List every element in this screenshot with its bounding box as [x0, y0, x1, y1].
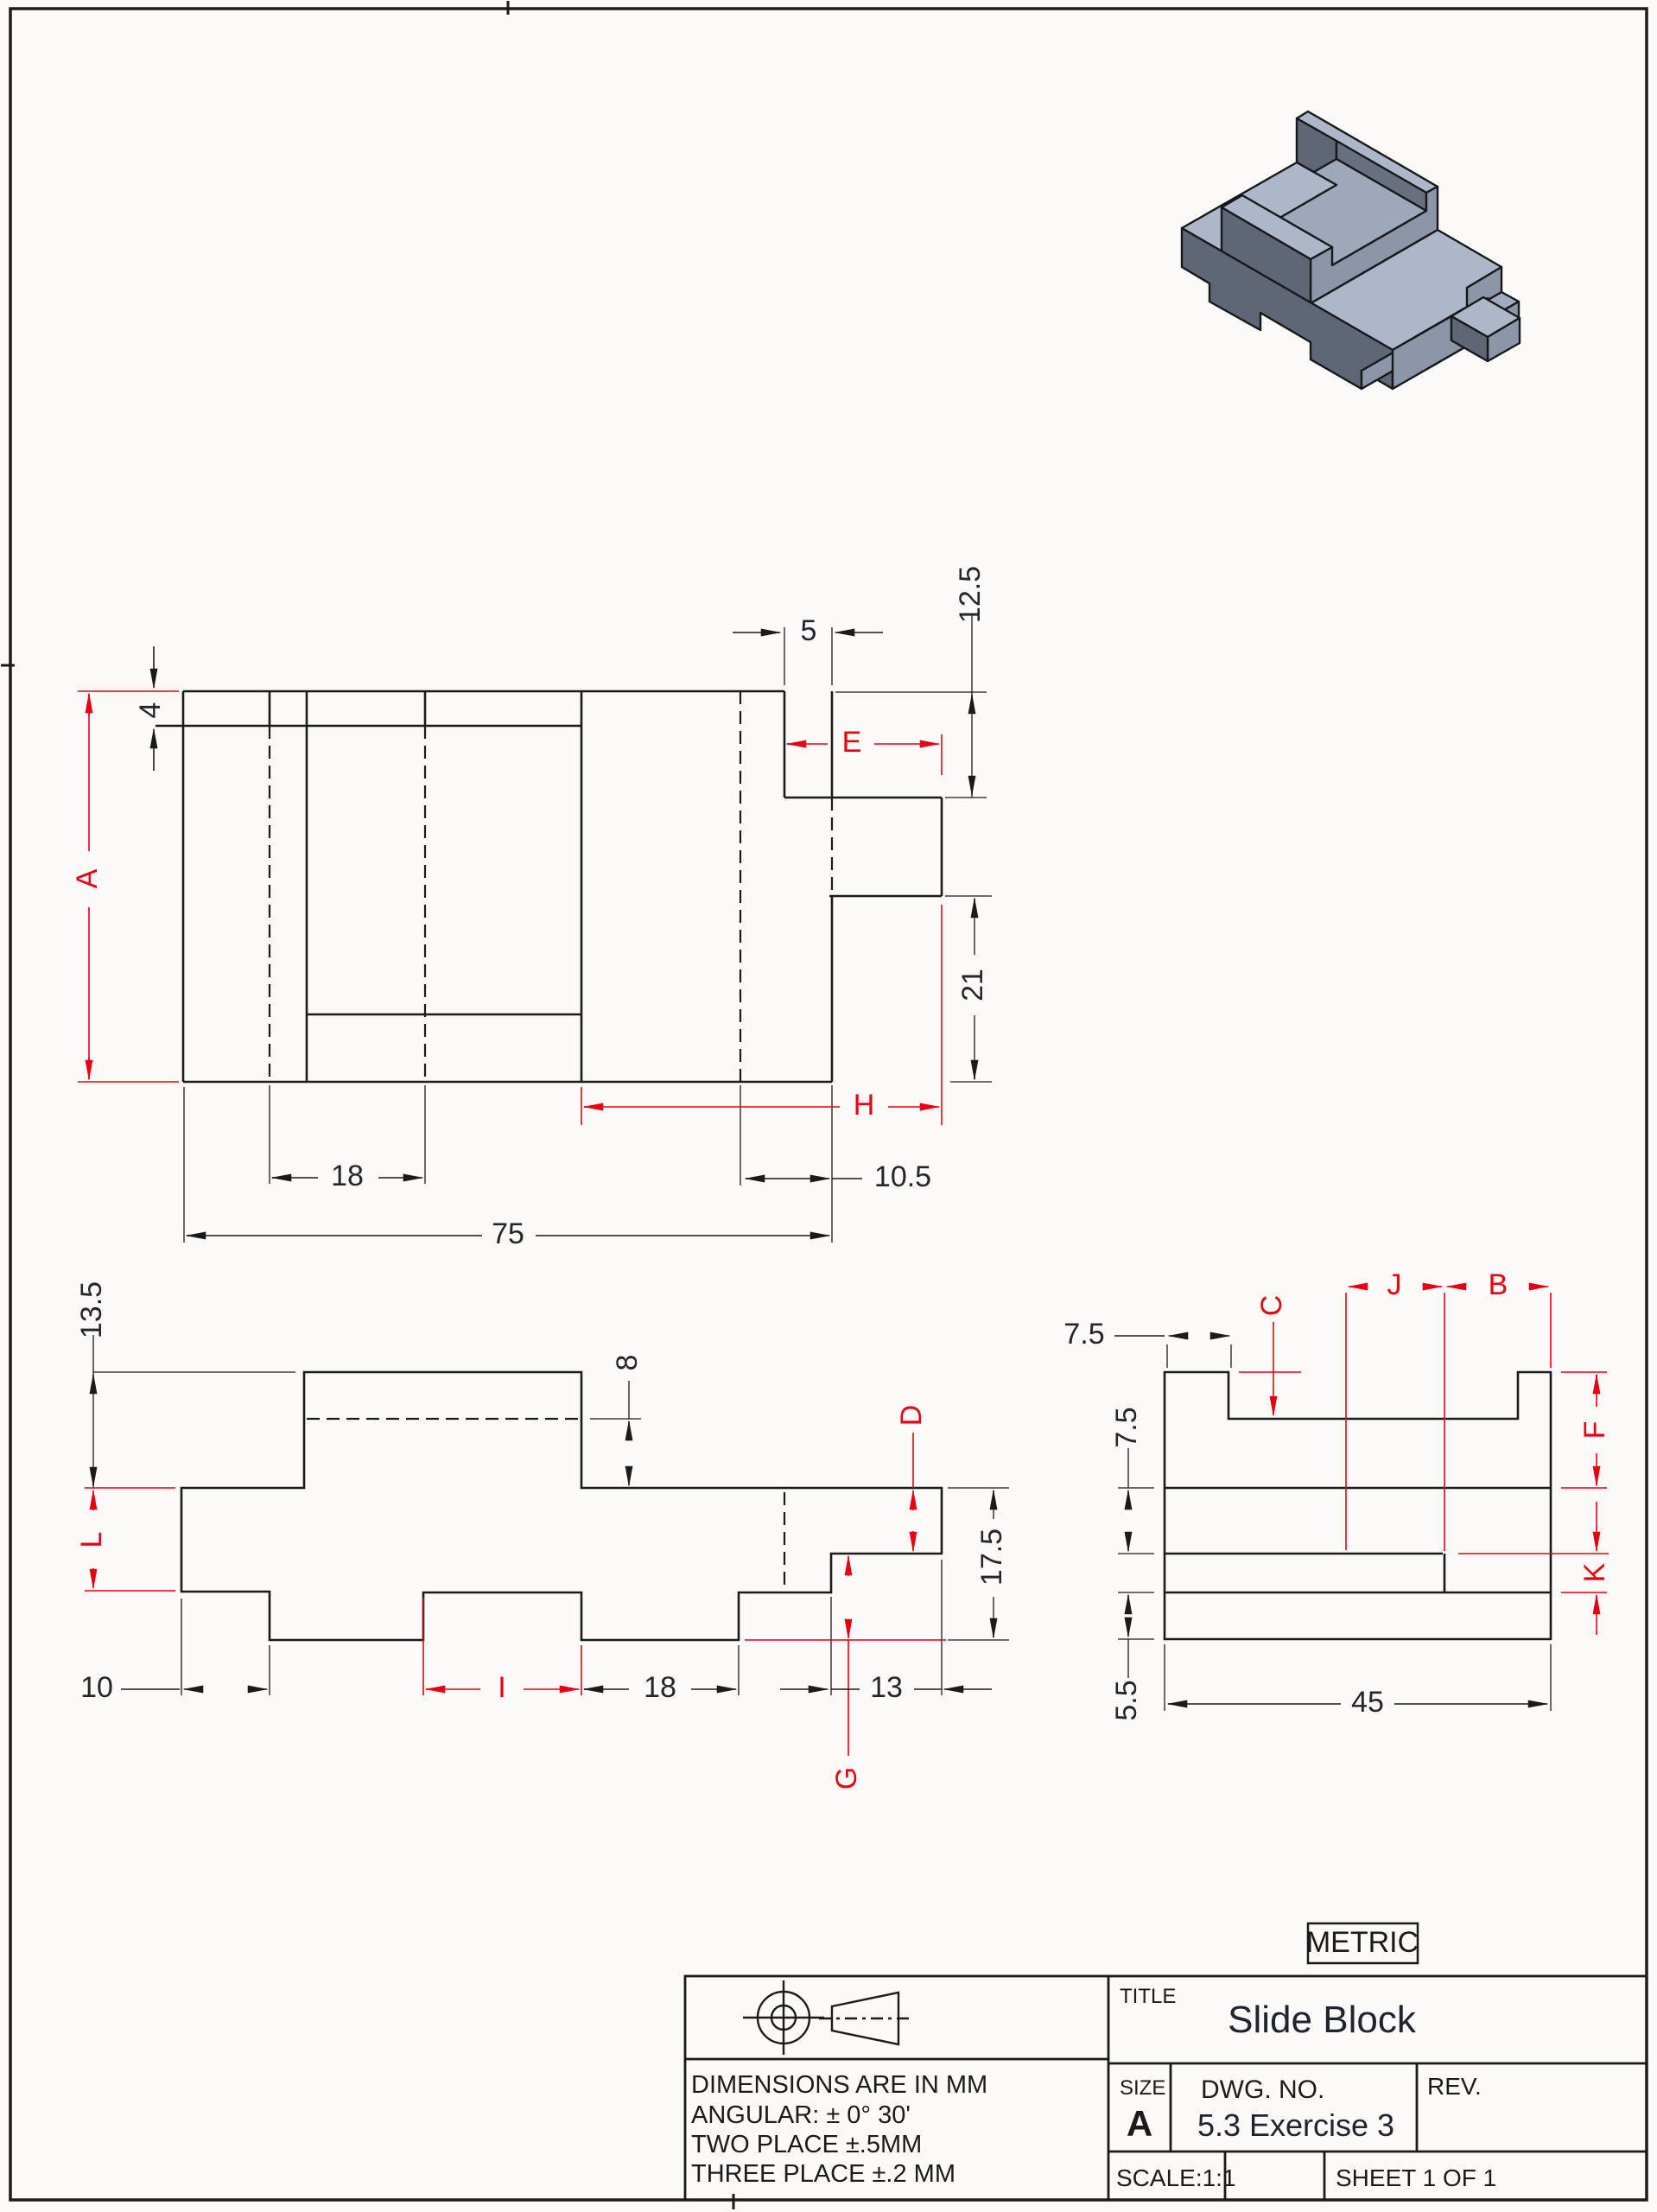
dim-label-H: H — [854, 1089, 875, 1122]
title-label: TITLE — [1120, 1985, 1176, 2008]
dim-4: 4 — [134, 646, 167, 771]
dim-7-5-left: 7.5 — [1110, 1407, 1143, 1553]
dwg-no-value: 5.3 Exercise 3 — [1197, 2107, 1394, 2143]
dim-H: H — [581, 905, 943, 1125]
dim-C: C — [1239, 1295, 1301, 1417]
dim-18-top: 18 — [270, 1160, 424, 1192]
dim-label-21: 21 — [956, 969, 989, 1001]
dim-label-75: 75 — [492, 1217, 524, 1250]
dim-label-K: K — [1578, 1562, 1611, 1582]
dim-label-5: 5 — [801, 614, 817, 647]
dim-7-5-top: 7.5 — [1063, 1318, 1231, 1351]
third-angle-projection-icon — [743, 1980, 911, 2055]
dim-label-I: I — [498, 1671, 505, 1704]
dim-D: D — [895, 1405, 928, 1553]
dim-12-5: 12.5 — [954, 566, 987, 798]
dim-label-B: B — [1489, 1268, 1508, 1301]
dim-label-4: 4 — [134, 702, 167, 719]
metric-label: METRIC — [1306, 1926, 1419, 1959]
dim-label-12-5: 12.5 — [954, 566, 987, 623]
dim-10: 10 — [80, 1671, 269, 1704]
dim-18-front: 18 — [582, 1671, 738, 1704]
iso-tab-front — [1450, 315, 1489, 363]
dim-I: I — [422, 1598, 582, 1704]
dim-label-A: A — [71, 868, 104, 888]
dim-label-G: G — [830, 1767, 863, 1789]
dim-label-10-5: 10.5 — [874, 1160, 931, 1193]
rev-label: REV. — [1427, 2073, 1482, 2100]
dim-label-L: L — [75, 1532, 108, 1548]
dim-label-13-5: 13.5 — [75, 1281, 108, 1338]
dim-5-5: 5.5 — [1110, 1593, 1143, 1721]
tolerance-line-2: ANGULAR: ± 0° 30' — [691, 2101, 911, 2129]
size-label: SIZE — [1120, 2076, 1165, 2100]
dim-label-17-5: 17.5 — [975, 1529, 1008, 1586]
front-view: 13.5 L 8 D — [75, 1281, 1009, 1789]
dim-B: B — [1445, 1268, 1552, 1368]
dim-21: 21 — [956, 897, 989, 1081]
scale-value: SCALE:1:1 — [1116, 2164, 1236, 2191]
isometric-view — [1180, 110, 1521, 391]
dim-label-45: 45 — [1351, 1686, 1384, 1719]
dim-K: K — [1458, 1502, 1611, 1635]
dim-label-F: F — [1578, 1421, 1611, 1440]
dim-label-18-top: 18 — [331, 1160, 364, 1192]
dim-label-7-5-top: 7.5 — [1063, 1318, 1104, 1351]
dim-label-J: J — [1387, 1268, 1402, 1301]
dim-label-13: 13 — [870, 1671, 903, 1704]
tolerance-line-1: DIMENSIONS ARE IN MM — [691, 2071, 987, 2099]
side-view: 7.5 C J B 7.5 — [1063, 1268, 1611, 1721]
dim-label-5-5: 5.5 — [1110, 1680, 1143, 1720]
dim-17-5: 17.5 — [975, 1489, 1008, 1639]
title-block: METRIC DIMENSIONS ARE IN MM ANGULAR: ± 0… — [683, 1922, 1648, 2202]
dim-45: 45 — [1166, 1686, 1549, 1719]
sheet-value: SHEET 1 OF 1 — [1336, 2164, 1496, 2191]
top-view: 4 A 5 12.5 — [71, 566, 992, 1695]
dim-75: 75 — [185, 1217, 831, 1250]
tolerance-line-3: TWO PLACE ±.5MM — [691, 2131, 922, 2158]
dim-13: 13 — [780, 1671, 992, 1704]
dwg-no-label: DWG. NO. — [1201, 2075, 1324, 2104]
dim-label-E: E — [842, 726, 862, 759]
drawing-title: Slide Block — [1228, 1999, 1417, 2041]
dim-label-C: C — [1255, 1295, 1288, 1317]
tolerance-notes: DIMENSIONS ARE IN MM ANGULAR: ± 0° 30' T… — [691, 2071, 987, 2188]
dim-label-8: 8 — [611, 1355, 644, 1371]
dim-J: J — [1345, 1268, 1445, 1551]
dim-label-18-front: 18 — [644, 1671, 676, 1704]
dim-5: 5 — [733, 614, 883, 647]
metric-box: METRIC — [1306, 1922, 1419, 1965]
dim-10-5: 10.5 — [744, 1160, 931, 1193]
tolerance-line-4: THREE PLACE ±.2 MM — [691, 2160, 955, 2188]
dim-L: L — [75, 1487, 175, 1592]
dim-A: A — [71, 690, 179, 1083]
dim-8: 8 — [590, 1355, 644, 1487]
dim-G: G — [745, 1554, 946, 1789]
dim-F: F — [1561, 1371, 1611, 1489]
dim-E: E — [785, 726, 943, 775]
size-value: A — [1127, 2103, 1152, 2144]
dim-label-10: 10 — [80, 1671, 113, 1704]
dim-label-D: D — [895, 1405, 928, 1427]
dim-13-5: 13.5 — [75, 1281, 108, 1488]
dim-label-7-5-left: 7.5 — [1110, 1407, 1143, 1447]
